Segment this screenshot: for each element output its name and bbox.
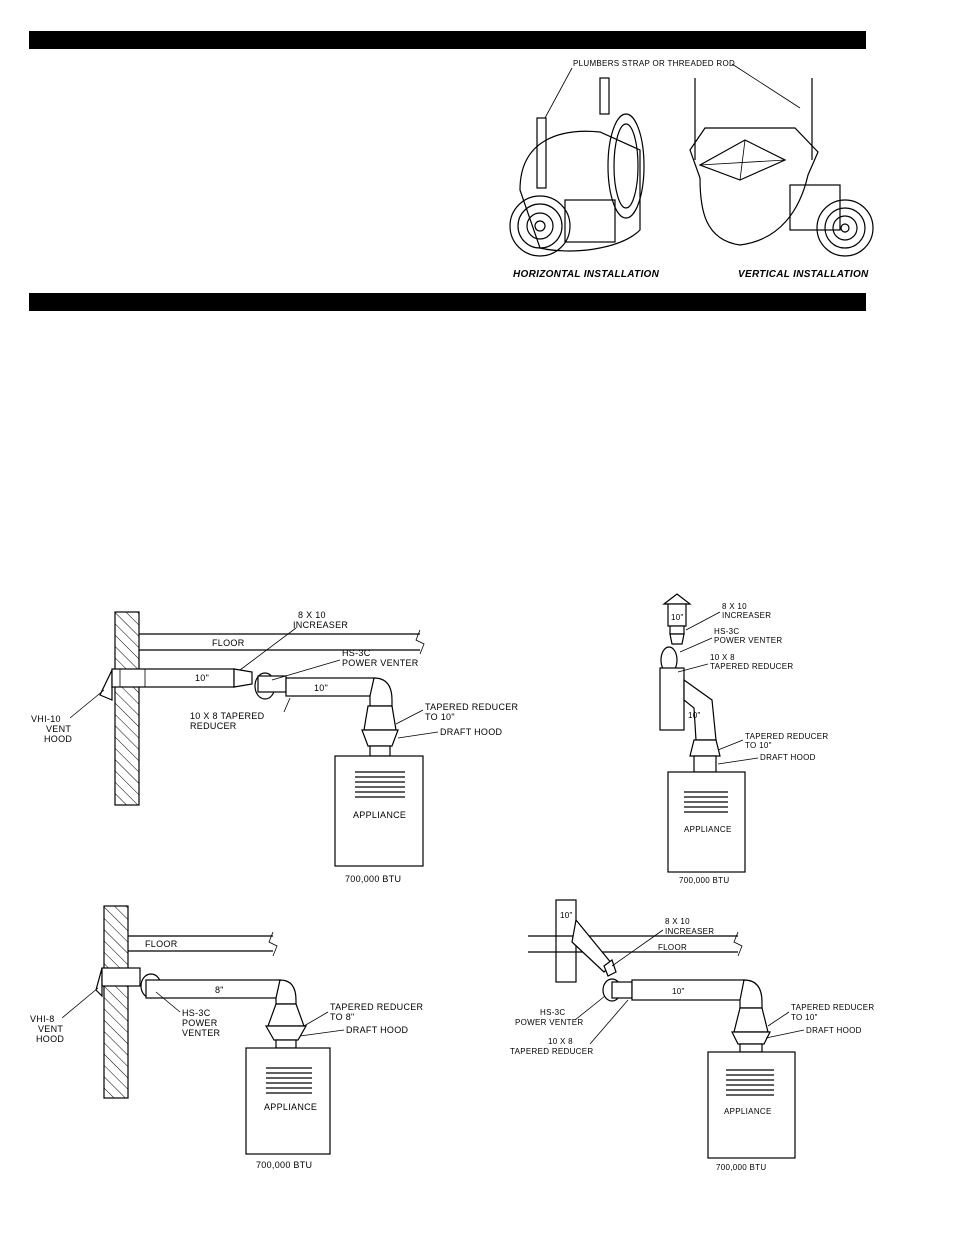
increaser-label-2: INCREASER	[722, 611, 771, 620]
venter-label: HS-3C	[342, 648, 371, 658]
venter-label-2: POWER VENTER	[342, 658, 419, 668]
horizontal-installation-caption: HORIZONTAL INSTALLATION	[513, 269, 660, 280]
vent-hood-label-3: HOOD	[36, 1034, 64, 1044]
appliance-label: APPLIANCE	[353, 810, 406, 820]
reducer-label: 10 X 8 TAPERED	[190, 711, 265, 721]
tapered-reducer-label-2: TO 10"	[425, 712, 455, 722]
draft-hood-label: DRAFT HOOD	[760, 753, 816, 762]
vent-hood-label-2: VENT	[38, 1024, 63, 1034]
appliance	[667, 771, 746, 873]
increaser-label-2: INCREASER	[293, 620, 348, 630]
tapered-reducer-label: TAPERED REDUCER	[330, 1002, 424, 1012]
increaser-label-2: INCREASER	[665, 927, 714, 936]
btu-label: 700,000 BTU	[345, 874, 401, 884]
increaser-label: 8 X 10	[722, 602, 747, 611]
appliance	[245, 1047, 331, 1155]
appliance-label: APPLIANCE	[684, 825, 732, 834]
venter-label-2: POWER	[182, 1018, 218, 1028]
tapered-reducer-label: TAPERED REDUCER	[791, 1003, 874, 1012]
appliance	[707, 1051, 796, 1159]
btu-label: 700,000 BTU	[716, 1163, 766, 1172]
venter-label: HS-3C	[714, 627, 740, 636]
floor-label: FLOOR	[145, 939, 178, 949]
increaser-label: 8 X 10	[298, 610, 326, 620]
pipe-10in-label: 10"	[688, 711, 701, 720]
vent-hood-label: VHI-10	[31, 714, 61, 724]
pipe-8in-label: 8"	[215, 985, 224, 995]
venter-label-2: POWER VENTER	[714, 636, 783, 645]
pipe-10in-label: 10"	[672, 987, 685, 996]
venter-label: HS-3C	[182, 1008, 211, 1018]
vertical-installation-caption: VERTICAL INSTALLATION	[738, 269, 869, 280]
appliance	[334, 755, 424, 867]
vent-hood-label-2: VENT	[46, 724, 71, 734]
draft-hood-label: DRAFT HOOD	[440, 727, 503, 737]
vent-hood-label-3: HOOD	[44, 734, 72, 744]
venter-label-3: VENTER	[182, 1028, 221, 1038]
reducer-label-2: TAPERED REDUCER	[710, 662, 793, 671]
btu-label: 700,000 BTU	[679, 876, 729, 885]
diagram-horizontal-10in: FLOOR 10" 10" APPLIANCE 700,000 BTU 8 X	[31, 610, 519, 884]
reducer-label-2: REDUCER	[190, 721, 237, 731]
venter-label: HS-3C	[540, 1008, 566, 1017]
tapered-reducer-label-2: TO 10"	[745, 741, 772, 750]
increaser-label: 8 X 10	[665, 917, 690, 926]
draft-hood-label: DRAFT HOOD	[806, 1026, 862, 1035]
diagram-floor-through-10in: 10" FLOOR 10" APPLIANCE 700,000 BTU 8 X …	[510, 899, 874, 1172]
btu-label: 700,000 BTU	[256, 1160, 312, 1170]
diagram-horizontal-8in: FLOOR 8" APPLIANCE 700,000 BTU HS-3C POW…	[30, 905, 424, 1170]
installation-illustration: PLUMBERS STRAP OR THREADED ROD HORIZONTA…	[509, 59, 874, 280]
tapered-reducer-label-2: TO 10"	[791, 1013, 818, 1022]
section-header-bar-middle	[29, 293, 866, 311]
section-header-bar-top	[29, 31, 866, 49]
floor-label: FLOOR	[658, 943, 687, 952]
draft-hood-label: DRAFT HOOD	[346, 1025, 409, 1035]
reducer-label-2: TAPERED REDUCER	[510, 1047, 593, 1056]
tapered-reducer-label: TAPERED REDUCER	[425, 702, 519, 712]
venter-label-2: POWER VENTER	[515, 1018, 584, 1027]
pipe-10in-label-2: 10"	[314, 683, 328, 693]
wall	[103, 905, 129, 1099]
strap-label: PLUMBERS STRAP OR THREADED ROD	[573, 59, 735, 68]
wall	[114, 611, 140, 806]
cap-label: 10"	[671, 613, 684, 622]
reducer-label: 10 X 8	[548, 1037, 573, 1046]
floor-label: FLOOR	[212, 638, 245, 648]
pipe-10in-label-1: 10"	[195, 673, 209, 683]
vertical-pipe-label: 10"	[560, 911, 573, 920]
tapered-reducer-label: TAPERED REDUCER	[745, 732, 828, 741]
reducer-label: 10 X 8	[710, 653, 735, 662]
tapered-reducer-label-2: TO 8"	[330, 1012, 355, 1022]
appliance-label: APPLIANCE	[264, 1102, 317, 1112]
appliance-label: APPLIANCE	[724, 1107, 772, 1116]
vent-hood-label: VHI-8	[30, 1014, 55, 1024]
diagram-vertical-10in: 10" 10" APPLIANCE 700,000 BTU 8 X 10 INC…	[659, 593, 828, 885]
